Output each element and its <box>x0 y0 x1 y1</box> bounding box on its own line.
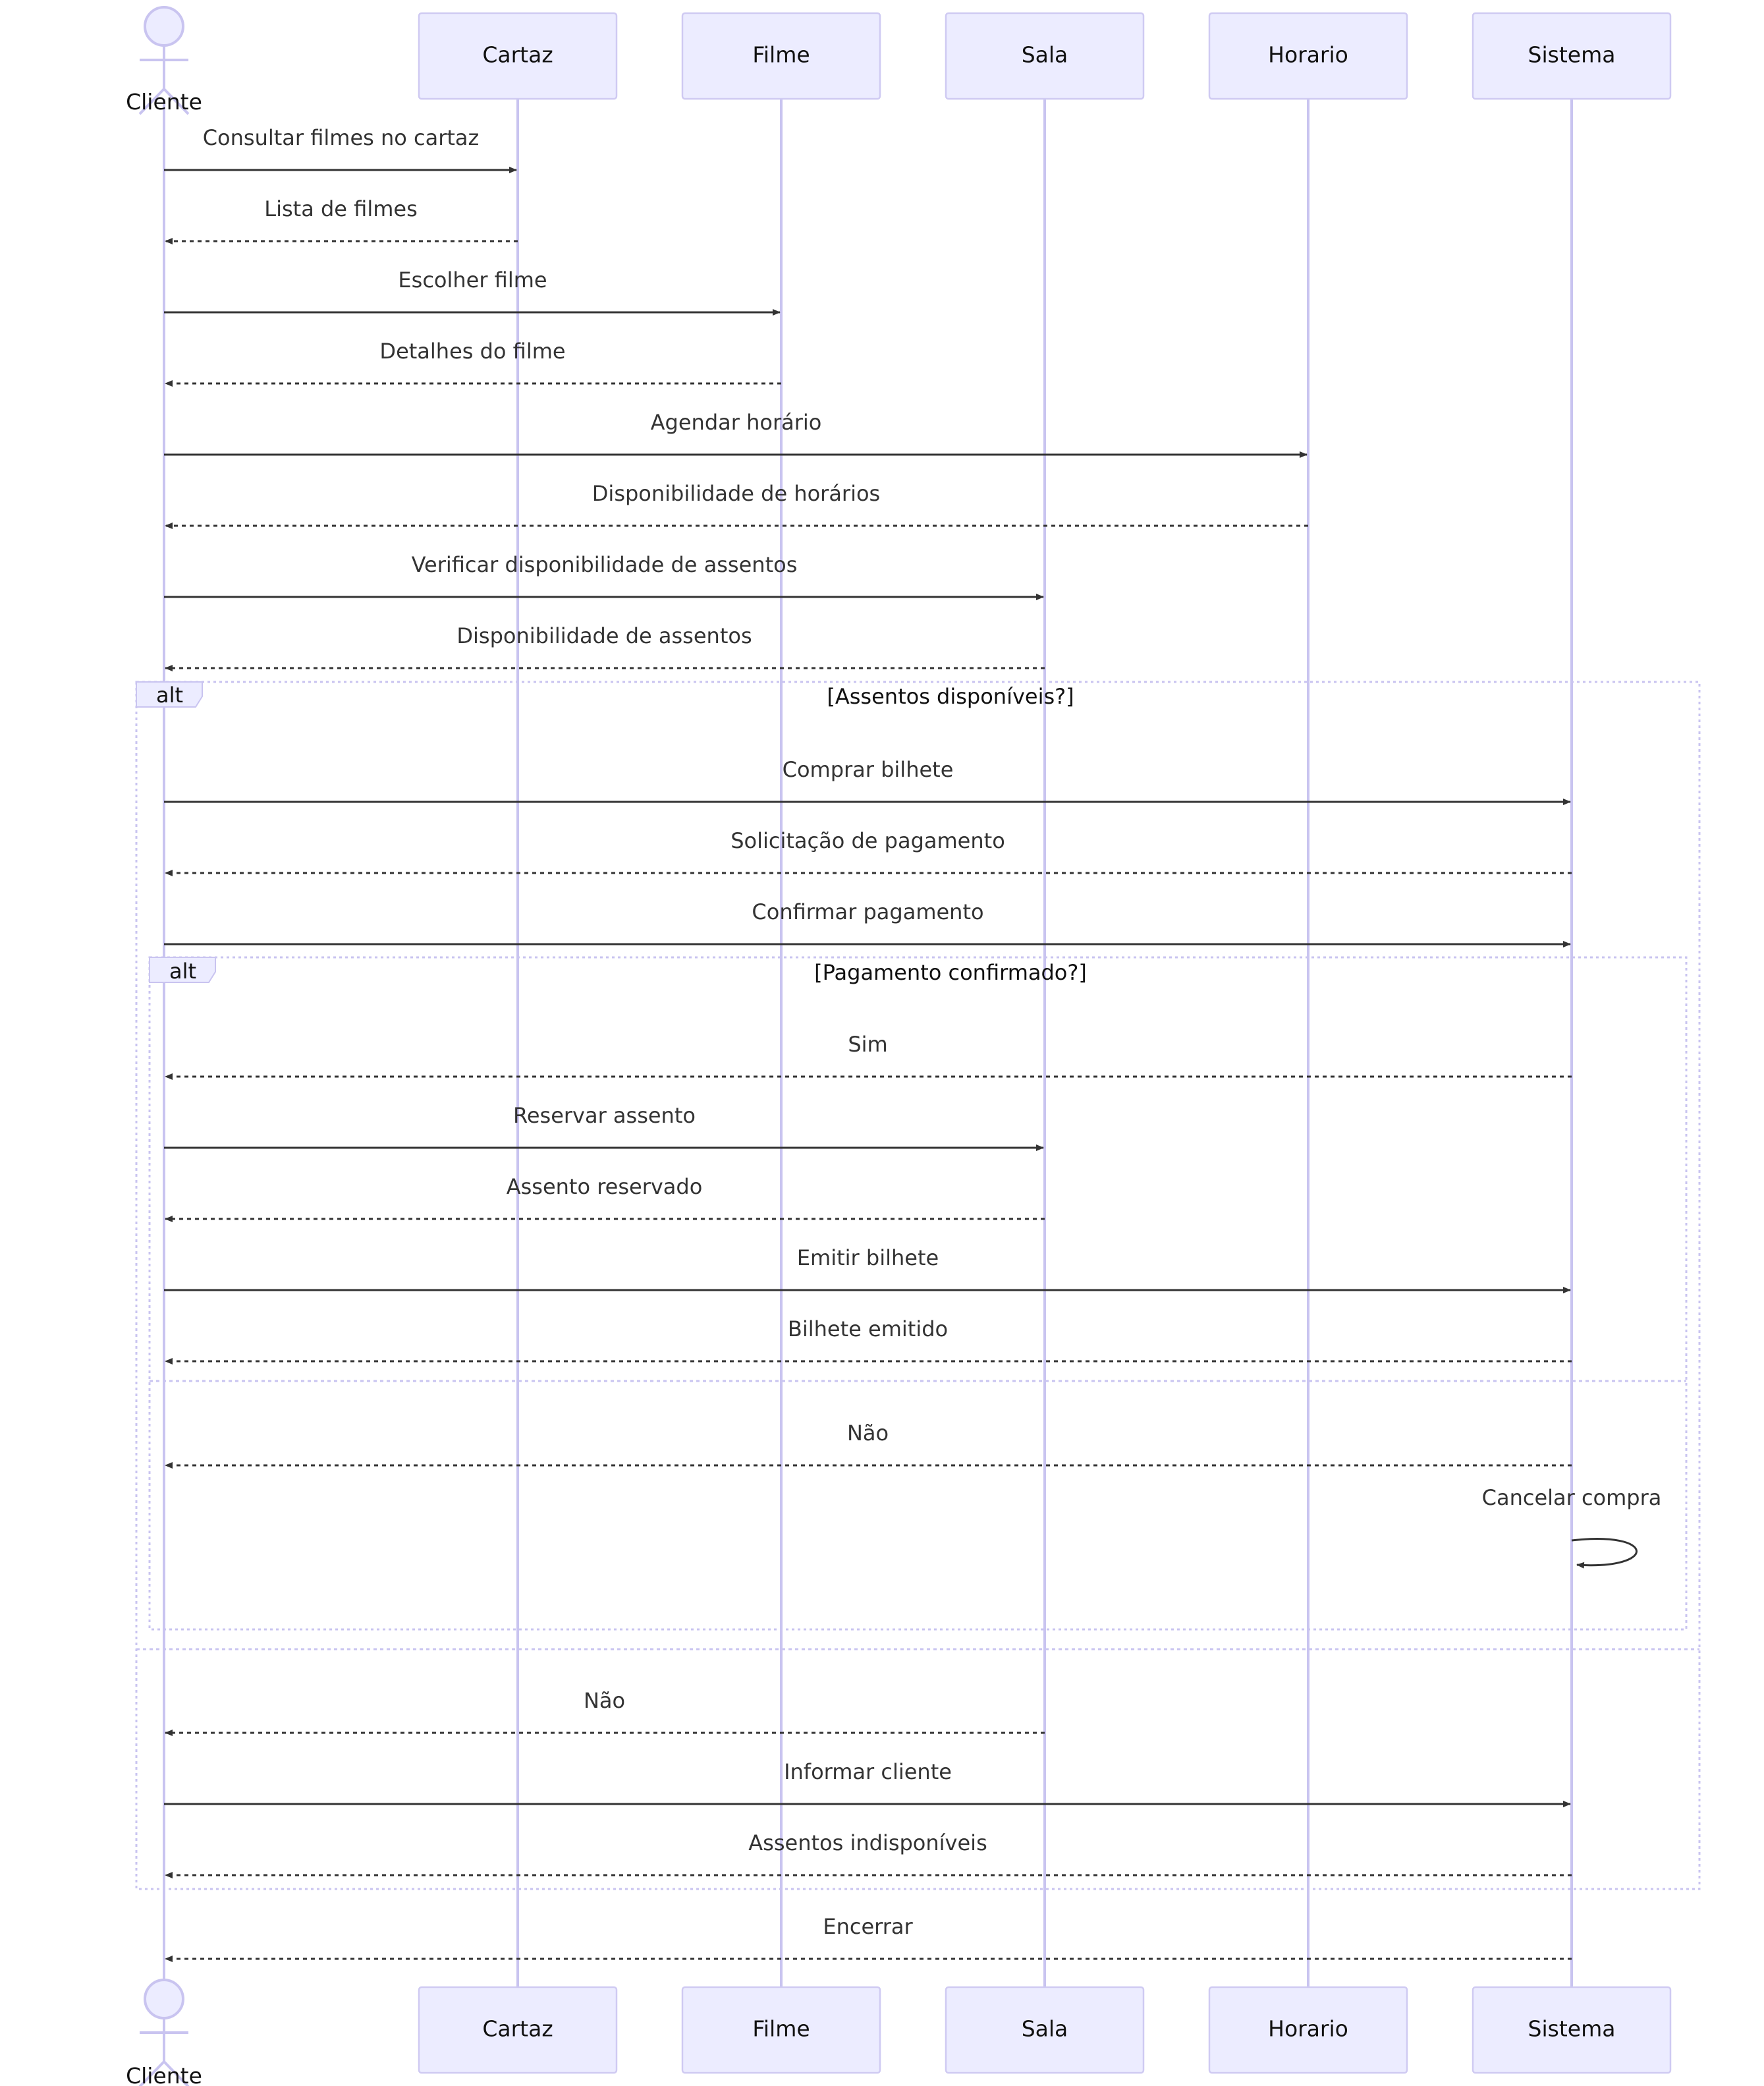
message-label: Agendar horário <box>651 410 822 435</box>
actor-label: Cliente <box>126 2063 202 2086</box>
message: Disponibilidade de horários <box>165 481 1308 529</box>
alt-frame-outer <box>135 681 1701 1890</box>
message: Confirmar pagamento <box>164 899 1571 947</box>
alt-label-outer: alt <box>156 683 183 708</box>
message: Emitir bilhete <box>164 1245 1571 1293</box>
message: Sim <box>165 1032 1572 1080</box>
participant-box <box>681 1986 881 2074</box>
message-label: Solicitação de pagamento <box>730 828 1005 853</box>
message: Disponibilidade de assentos <box>165 623 1045 671</box>
message: Detalhes do filme <box>165 339 781 387</box>
participant-label: Filme <box>752 2016 810 2042</box>
message-label: Consultar filmes no cartaz <box>203 125 480 150</box>
message-label: Confirmar pagamento <box>752 899 983 924</box>
message: Consultar filmes no cartaz <box>164 125 517 173</box>
message: Encerrar <box>165 1914 1572 1962</box>
message: Agendar horário <box>164 410 1308 458</box>
message: Comprar bilhete <box>164 757 1571 805</box>
message-label: Verificar disponibilidade de assentos <box>412 552 798 577</box>
message: Não <box>165 1421 1572 1469</box>
message-label: Escolher filme <box>398 268 547 293</box>
alt-condition-inner: [Pagamento confirmado?] <box>814 960 1087 985</box>
message: Verificar disponibilidade de assentos <box>164 552 1044 600</box>
alt-condition-outer: [Assentos disponíveis?] <box>827 684 1074 709</box>
message-label: Comprar bilhete <box>783 757 954 782</box>
participant-filme-bottom: Filme <box>681 1986 881 2074</box>
participants: ClienteClienteCartazCartazFilmeFilmeSala… <box>126 6 1672 2086</box>
participant-box <box>681 12 881 100</box>
message-label: Detalhes do filme <box>379 339 565 364</box>
participant-filme-top: Filme <box>681 12 881 100</box>
participant-cartaz-top: Cartaz <box>418 12 618 100</box>
message-label: Encerrar <box>823 1914 913 1939</box>
actor-leg-right <box>163 2060 190 2086</box>
participant-label: Cartaz <box>482 2016 553 2042</box>
message-label: Cancelar compra <box>1482 1485 1662 1510</box>
actor-leg-left <box>138 2060 165 2086</box>
alt-tab-inner <box>149 957 216 983</box>
participant-sala-top: Sala <box>945 12 1145 100</box>
participant-sala-bottom: Sala <box>945 1986 1145 2074</box>
message-label: Não <box>847 1421 889 1446</box>
participant-box <box>418 1986 618 2074</box>
participant-cartaz-bottom: Cartaz <box>418 1986 618 2074</box>
participant-label: Horario <box>1268 2016 1348 2042</box>
message-label: Reservar assento <box>513 1103 696 1128</box>
actor-leg-left <box>138 88 165 115</box>
message: Informar cliente <box>164 1759 1571 1807</box>
message: Reservar assento <box>164 1103 1044 1151</box>
participant-label: Sistema <box>1528 2016 1616 2042</box>
participant-box <box>1472 1986 1672 2074</box>
participant-label: Sistema <box>1528 42 1616 68</box>
actor-cliente-bottom: Cliente <box>126 1979 202 2086</box>
participant-box <box>1208 1986 1408 2074</box>
message-label: Assentos indisponíveis <box>748 1830 987 1855</box>
participant-label: Sala <box>1022 2016 1068 2042</box>
message-label: Assento reservado <box>507 1174 703 1199</box>
message: Assentos indisponíveis <box>165 1830 1572 1878</box>
actor-leg-right <box>163 88 190 115</box>
message-label: Lista de filmes <box>264 196 417 221</box>
message-label: Disponibilidade de horários <box>592 481 880 506</box>
self-message-arrow <box>1571 1538 1638 1569</box>
actor-cliente-top: Cliente <box>126 6 202 115</box>
participant-box <box>1208 12 1408 100</box>
lifelines <box>163 99 1573 1987</box>
participant-label: Horario <box>1268 42 1348 68</box>
alt-label-inner: alt <box>169 959 196 984</box>
participant-horario-bottom: Horario <box>1208 1986 1408 2074</box>
actor-head <box>144 6 184 47</box>
alt-frame-inner <box>148 956 1688 1631</box>
participant-label: Cartaz <box>482 42 553 68</box>
message: Solicitação de pagamento <box>165 828 1572 876</box>
message: Assento reservado <box>165 1174 1045 1222</box>
message-label: Bilhete emitido <box>788 1316 948 1341</box>
message: Cancelar compra <box>1482 1485 1662 1569</box>
participant-label: Filme <box>752 42 810 68</box>
participant-label: Sala <box>1022 42 1068 68</box>
message-label: Disponibilidade de assentos <box>456 623 752 648</box>
participant-box <box>1472 12 1672 100</box>
participant-box <box>945 1986 1145 2074</box>
actor-head <box>144 1979 184 2019</box>
actor-label: Cliente <box>126 89 202 115</box>
participant-sistema-top: Sistema <box>1472 12 1672 100</box>
alt-tab-outer <box>136 681 203 708</box>
alt-fragments: alt [Assentos disponíveis?] alt [Pagamen… <box>135 681 1701 1890</box>
message-label: Informar cliente <box>784 1759 952 1784</box>
message: Lista de filmes <box>165 196 518 244</box>
participant-sistema-bottom: Sistema <box>1472 1986 1672 2074</box>
message-label: Não <box>584 1688 625 1713</box>
message-label: Emitir bilhete <box>797 1245 939 1270</box>
participant-box <box>945 12 1145 100</box>
message: Bilhete emitido <box>165 1316 1572 1365</box>
message: Não <box>165 1688 1045 1736</box>
message: Escolher filme <box>164 268 781 316</box>
message-label: Sim <box>848 1032 887 1057</box>
participant-box <box>418 12 618 100</box>
participant-horario-top: Horario <box>1208 12 1408 100</box>
